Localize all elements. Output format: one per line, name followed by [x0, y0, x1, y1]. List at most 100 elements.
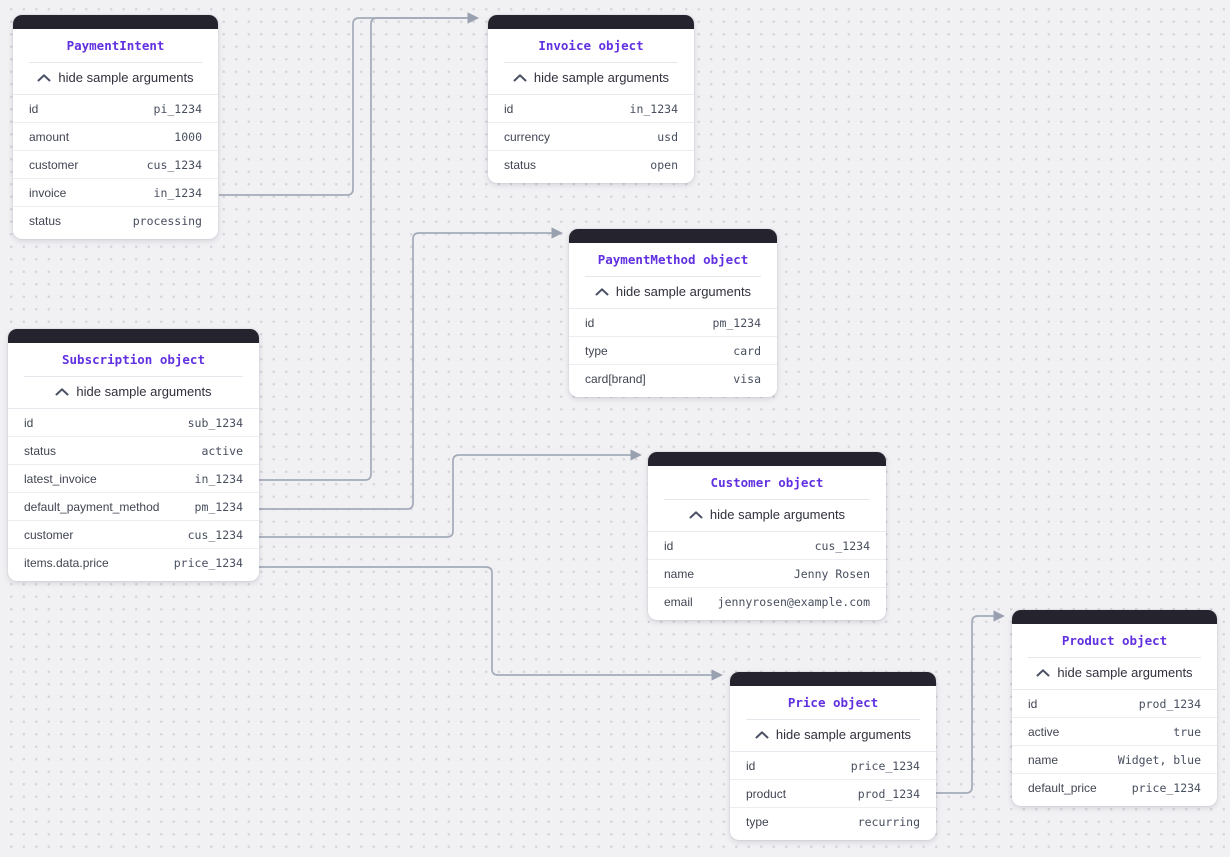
chevron-up-icon [55, 388, 69, 396]
card-invoice: Invoice object hide sample arguments id … [488, 15, 694, 183]
argument-value: processing [132, 214, 202, 228]
card-header-bar [13, 15, 218, 29]
argument-value: cus_1234 [814, 538, 870, 553]
argument-row: latest_invoice in_1234 [8, 465, 259, 493]
card-payment-intent: PaymentIntent hide sample arguments id p… [13, 15, 218, 239]
card-payment-method: PaymentMethod object hide sample argumen… [569, 229, 777, 397]
argument-row: customer cus_1234 [13, 151, 218, 179]
argument-key: currency [504, 129, 551, 144]
argument-key: name [1028, 752, 1059, 767]
toggle-label: hide sample arguments [58, 70, 194, 85]
argument-key: id [1028, 696, 1038, 711]
sample-arguments-table: id cus_1234 name Jenny Rosen email jenny… [648, 531, 886, 620]
title-divider [585, 276, 761, 277]
argument-value: price_1234 [850, 758, 920, 773]
card-title: PaymentIntent [66, 38, 165, 53]
argument-row: status processing [13, 207, 218, 235]
argument-row: card[brand] visa [569, 365, 777, 393]
hide-sample-arguments-toggle[interactable]: hide sample arguments [648, 500, 886, 531]
argument-row: product prod_1234 [730, 780, 936, 808]
argument-value: in_1234 [629, 101, 678, 116]
toggle-label: hide sample arguments [615, 284, 752, 299]
argument-key: default_price [1028, 781, 1097, 795]
argument-key: status [24, 443, 57, 458]
hide-sample-arguments-toggle[interactable]: hide sample arguments [13, 63, 218, 94]
toggle-label: hide sample arguments [533, 70, 670, 85]
argument-value: Widget, blue [1117, 752, 1201, 767]
argument-row: customer cus_1234 [8, 521, 259, 549]
card-title: Customer object [710, 475, 824, 490]
argument-row: id cus_1234 [648, 532, 886, 560]
argument-key: id [585, 315, 595, 330]
argument-value: open [650, 158, 678, 172]
argument-row: id in_1234 [488, 95, 694, 123]
connector-price-product [936, 610, 1005, 794]
toggle-label: hide sample arguments [775, 727, 912, 742]
chevron-up-icon [755, 731, 769, 739]
argument-value: recurring [857, 815, 920, 829]
connector-subscription-customer [259, 449, 642, 538]
hide-sample-arguments-toggle[interactable]: hide sample arguments [8, 377, 259, 408]
hide-sample-arguments-toggle[interactable]: hide sample arguments [730, 720, 936, 751]
argument-row: type recurring [730, 808, 936, 836]
argument-row: type card [569, 337, 777, 365]
argument-row: id sub_1234 [8, 409, 259, 437]
argument-key: id [29, 101, 39, 116]
argument-row: amount 1000 [13, 123, 218, 151]
argument-key: product [746, 786, 787, 801]
argument-key: status [504, 158, 537, 172]
toggle-label: hide sample arguments [76, 384, 212, 399]
card-header-bar [1012, 610, 1217, 624]
argument-key: card[brand] [585, 372, 646, 386]
argument-key: default_payment_method [24, 499, 160, 514]
argument-value: price_1234 [173, 556, 243, 570]
argument-value: in_1234 [153, 185, 202, 200]
argument-key: type [585, 343, 608, 358]
argument-value: active [201, 443, 243, 458]
card-header-bar [569, 229, 777, 243]
card-title: Product object [1061, 633, 1168, 648]
chevron-up-icon [513, 74, 527, 82]
title-divider [24, 376, 243, 377]
title-divider [664, 499, 870, 500]
argument-key: id [24, 415, 34, 430]
argument-value: prod_1234 [1138, 696, 1201, 711]
card-title: PaymentMethod object [597, 252, 749, 267]
card-product: Product object hide sample arguments id … [1012, 610, 1217, 806]
argument-row: currency usd [488, 123, 694, 151]
connector-subscription-paymentmethod [259, 227, 563, 510]
argument-key: items.data.price [24, 556, 109, 570]
hide-sample-arguments-toggle[interactable]: hide sample arguments [569, 277, 777, 308]
argument-row: id price_1234 [730, 752, 936, 780]
card-subscription: Subscription object hide sample argument… [8, 329, 259, 581]
sample-arguments-table: id price_1234 product prod_1234 type rec… [730, 751, 936, 840]
hide-sample-arguments-toggle[interactable]: hide sample arguments [1012, 658, 1217, 689]
hide-sample-arguments-toggle[interactable]: hide sample arguments [488, 63, 694, 94]
chevron-up-icon [37, 74, 51, 82]
title-divider [504, 62, 678, 63]
argument-row: active true [1012, 718, 1217, 746]
argument-key: name [664, 566, 695, 581]
card-header-bar [8, 329, 259, 343]
chevron-up-icon [595, 288, 609, 296]
argument-value: visa [733, 372, 761, 386]
argument-key: id [504, 101, 514, 116]
title-divider [1028, 657, 1201, 658]
card-header-bar [648, 452, 886, 466]
argument-value: jennyrosen@example.com [717, 595, 870, 609]
connector-subscription-invoice [259, 12, 479, 481]
argument-value: usd [657, 129, 678, 144]
argument-key: id [664, 538, 674, 553]
sample-arguments-table: id prod_1234 active true name Widget, bl… [1012, 689, 1217, 806]
argument-row: name Jenny Rosen [648, 560, 886, 588]
argument-value: price_1234 [1131, 781, 1201, 795]
argument-row: status open [488, 151, 694, 179]
connector-paymentintent-invoice [219, 12, 479, 196]
argument-key: email [664, 595, 693, 609]
argument-value: sub_1234 [187, 415, 243, 430]
card-title: Subscription object [62, 352, 205, 367]
argument-row: default_payment_method pm_1234 [8, 493, 259, 521]
argument-value: prod_1234 [857, 786, 920, 801]
argument-key: active [1028, 724, 1060, 739]
sample-arguments-table: id pm_1234 type card card[brand] visa [569, 308, 777, 397]
